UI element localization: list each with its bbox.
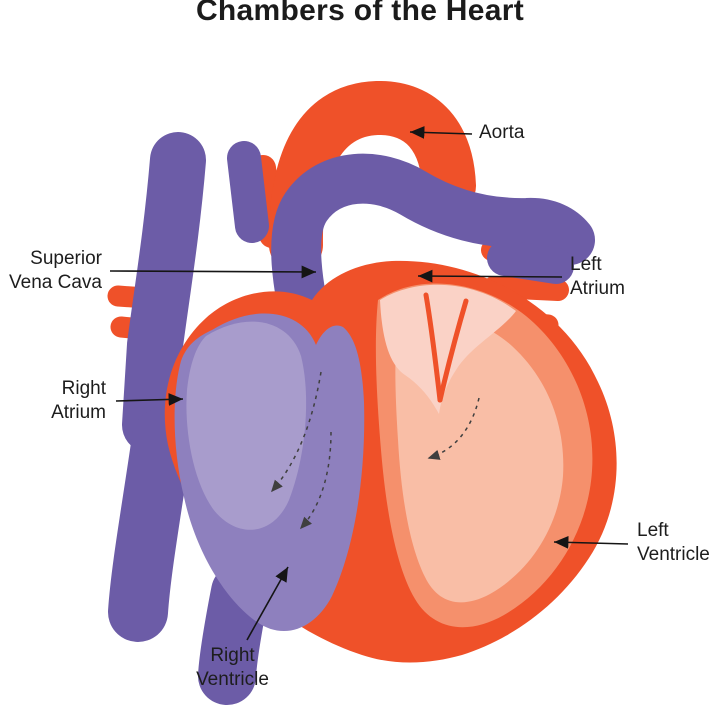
label-line: Atrium xyxy=(51,402,106,423)
left-atrium-fold xyxy=(423,292,469,403)
inferior-vena-cava-vessel xyxy=(108,408,192,642)
label-line: Vena Cava xyxy=(9,272,102,293)
right-atrium-chamber xyxy=(186,321,307,530)
superior-vena-cava-vessel xyxy=(122,132,206,453)
label-left-atrium: Left Atrium xyxy=(570,253,625,301)
label-line: Ventricle xyxy=(196,669,269,690)
blood-flow-arrow xyxy=(427,397,480,460)
pulmonary-artery-branch xyxy=(487,240,574,284)
left-atrium-chamber xyxy=(380,284,516,414)
pulmonary-artery-vessel xyxy=(271,153,595,373)
label-line: Left xyxy=(637,520,669,541)
label-line: Superior xyxy=(30,248,102,269)
label-line: Ventricle xyxy=(637,544,710,565)
label-left-ventricle: Left Ventricle xyxy=(637,519,710,567)
blood-flow-arrows xyxy=(271,371,480,530)
label-line: Left xyxy=(570,254,602,275)
label-right-atrium: Right Atrium xyxy=(14,377,106,425)
label-line: Atrium xyxy=(570,278,625,299)
pointer-left-ventricle xyxy=(553,535,629,549)
label-line: Right xyxy=(61,378,106,399)
pulmonary-branch xyxy=(227,141,269,243)
pointer-right-ventricle xyxy=(246,566,289,641)
label-line: Aorta xyxy=(479,122,525,143)
label-line: Right xyxy=(210,645,255,666)
label-superior-vena-cava: Superior Vena Cava xyxy=(0,247,102,295)
label-aorta: Aorta xyxy=(479,121,524,145)
diagram-title: Chambers of the Heart xyxy=(195,0,525,27)
label-right-ventricle: Right Ventricle xyxy=(170,644,295,692)
pointer-left-atrium xyxy=(417,269,563,283)
pointer-right-atrium xyxy=(115,393,184,406)
pointer-aorta xyxy=(409,126,473,139)
pointer-lines xyxy=(109,126,629,641)
pointer-superior-vena-cava xyxy=(109,265,317,279)
